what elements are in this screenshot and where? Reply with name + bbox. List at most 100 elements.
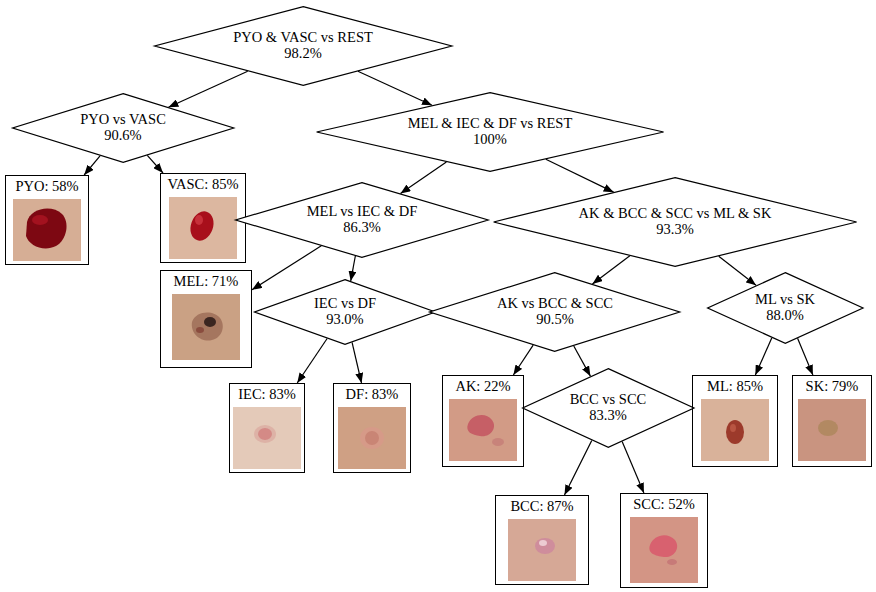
branch-arrow [574,346,591,376]
leaf-box: SK: 79% [792,375,872,467]
split-label: PYO & VASC vs REST [233,30,373,46]
decision-diamond: IEC vs DF93.0% [254,279,436,345]
class-accuracy: SCC: 52% [633,497,695,513]
leaf-box: IEC: 83% [229,383,305,473]
text-block: DF: 83% [346,387,399,403]
diamond-shape [493,178,856,267]
accuracy-value: 98.2% [233,46,373,62]
leaf-box: PYO: 58% [5,175,89,265]
class-accuracy: AK: 22% [455,379,510,395]
text-block: AK & BCC & SCC vs ML & SK93.3% [579,206,772,238]
branch-arrow [168,71,247,107]
split-label: MEL & IEC & DF vs REST [408,116,573,132]
text-block: BCC: 87% [510,499,573,515]
branch-arrow [351,256,356,281]
branch-arrow [546,159,614,192]
branch-arrow [564,440,591,495]
lesion-photo [169,197,237,259]
branch-arrow [352,342,361,383]
text-block: PYO: 58% [15,179,78,195]
branch-arrow [513,345,533,375]
text-block: MEL: 71% [174,274,239,290]
decision-diamond: PYO vs VASC90.6% [12,93,234,163]
split-label: IEC vs DF [314,296,376,312]
decision-diamond: PYO & VASC vs REST98.2% [154,6,452,86]
branch-arrow [252,246,321,290]
text-block: IEC vs DF93.0% [314,296,376,328]
class-accuracy: PYO: 58% [15,179,78,195]
text-block: SCC: 52% [633,497,695,513]
branch-arrow [147,155,163,173]
branch-arrow [755,338,771,375]
text-block: PYO vs VASC90.6% [80,112,166,144]
accuracy-value: 93.3% [579,222,772,238]
text-block: AK vs BCC & SCC90.5% [497,296,613,328]
accuracy-value: 93.0% [314,312,376,328]
class-accuracy: SK: 79% [806,379,859,395]
class-accuracy: VASC: 85% [167,177,238,193]
split-label: PYO vs VASC [80,112,166,128]
branch-arrow [798,338,813,375]
leaf-box: BCC: 87% [495,495,589,585]
class-accuracy: MEL: 71% [174,274,239,290]
split-label: MEL vs IEC & DF [307,204,418,220]
branch-arrow [719,256,756,285]
leaf-box: SCC: 52% [620,493,708,588]
diamond-shape [430,273,680,352]
diamond-shape [12,94,233,163]
accuracy-value: 88.0% [755,308,815,324]
text-block: PYO & VASC vs REST98.2% [233,30,373,62]
lesion-photo [172,294,240,360]
split-label: AK vs BCC & SCC [497,296,613,312]
diamond-shape [522,369,693,448]
lesion-photo [508,519,576,581]
leaf-box: ML: 85% [692,375,778,467]
diamond-shape [154,7,451,86]
branch-arrow [622,441,644,493]
lesion-photo [630,517,698,583]
decision-diamond: BCC vs SCC83.3% [522,368,695,448]
text-block: SK: 79% [806,379,859,395]
accuracy-value: 90.6% [80,128,166,144]
branch-arrow [400,162,446,194]
diamond-shape [236,183,489,258]
split-label: AK & BCC & SCC vs ML & SK [579,206,772,222]
branch-arrow [592,256,629,284]
accuracy-value: 83.3% [570,408,647,424]
class-accuracy: BCC: 87% [510,499,573,515]
diamond-shape [707,273,862,344]
leaf-box: DF: 83% [333,383,411,473]
class-accuracy: IEC: 83% [238,387,296,403]
branch-arrow [358,71,432,105]
accuracy-value: 86.3% [307,220,418,236]
text-block: AK: 22% [455,379,510,395]
split-label: BCC vs SCC [570,392,647,408]
lesion-photo [798,399,866,461]
text-block: IEC: 83% [238,387,296,403]
branch-arrow [297,339,327,383]
branch-arrow [84,156,100,175]
leaf-box: VASC: 85% [160,173,246,263]
decision-diamond: MEL & IEC & DF vs REST100% [316,92,664,172]
lesion-photo [233,407,301,469]
lesion-photo [338,407,406,469]
accuracy-value: 100% [408,132,573,148]
decision-diamond: AK vs BCC & SCC90.5% [429,272,680,352]
text-block: ML vs SK88.0% [755,292,815,324]
lesion-photo [701,399,769,461]
leaf-box: MEL: 71% [160,270,252,368]
diamond-shape [255,280,436,345]
split-label: ML vs SK [755,292,815,308]
lesion-photo [13,199,81,261]
class-accuracy: ML: 85% [707,379,763,395]
lesion-photo [449,399,517,461]
text-block: MEL vs IEC & DF86.3% [307,204,418,236]
class-accuracy: DF: 83% [346,387,399,403]
decision-diamond: ML vs SK88.0% [707,272,864,344]
text-block: BCC vs SCC83.3% [570,392,647,424]
accuracy-value: 90.5% [497,312,613,328]
text-block: MEL & IEC & DF vs REST100% [408,116,573,148]
text-block: ML: 85% [707,379,763,395]
leaf-box: AK: 22% [442,375,524,467]
